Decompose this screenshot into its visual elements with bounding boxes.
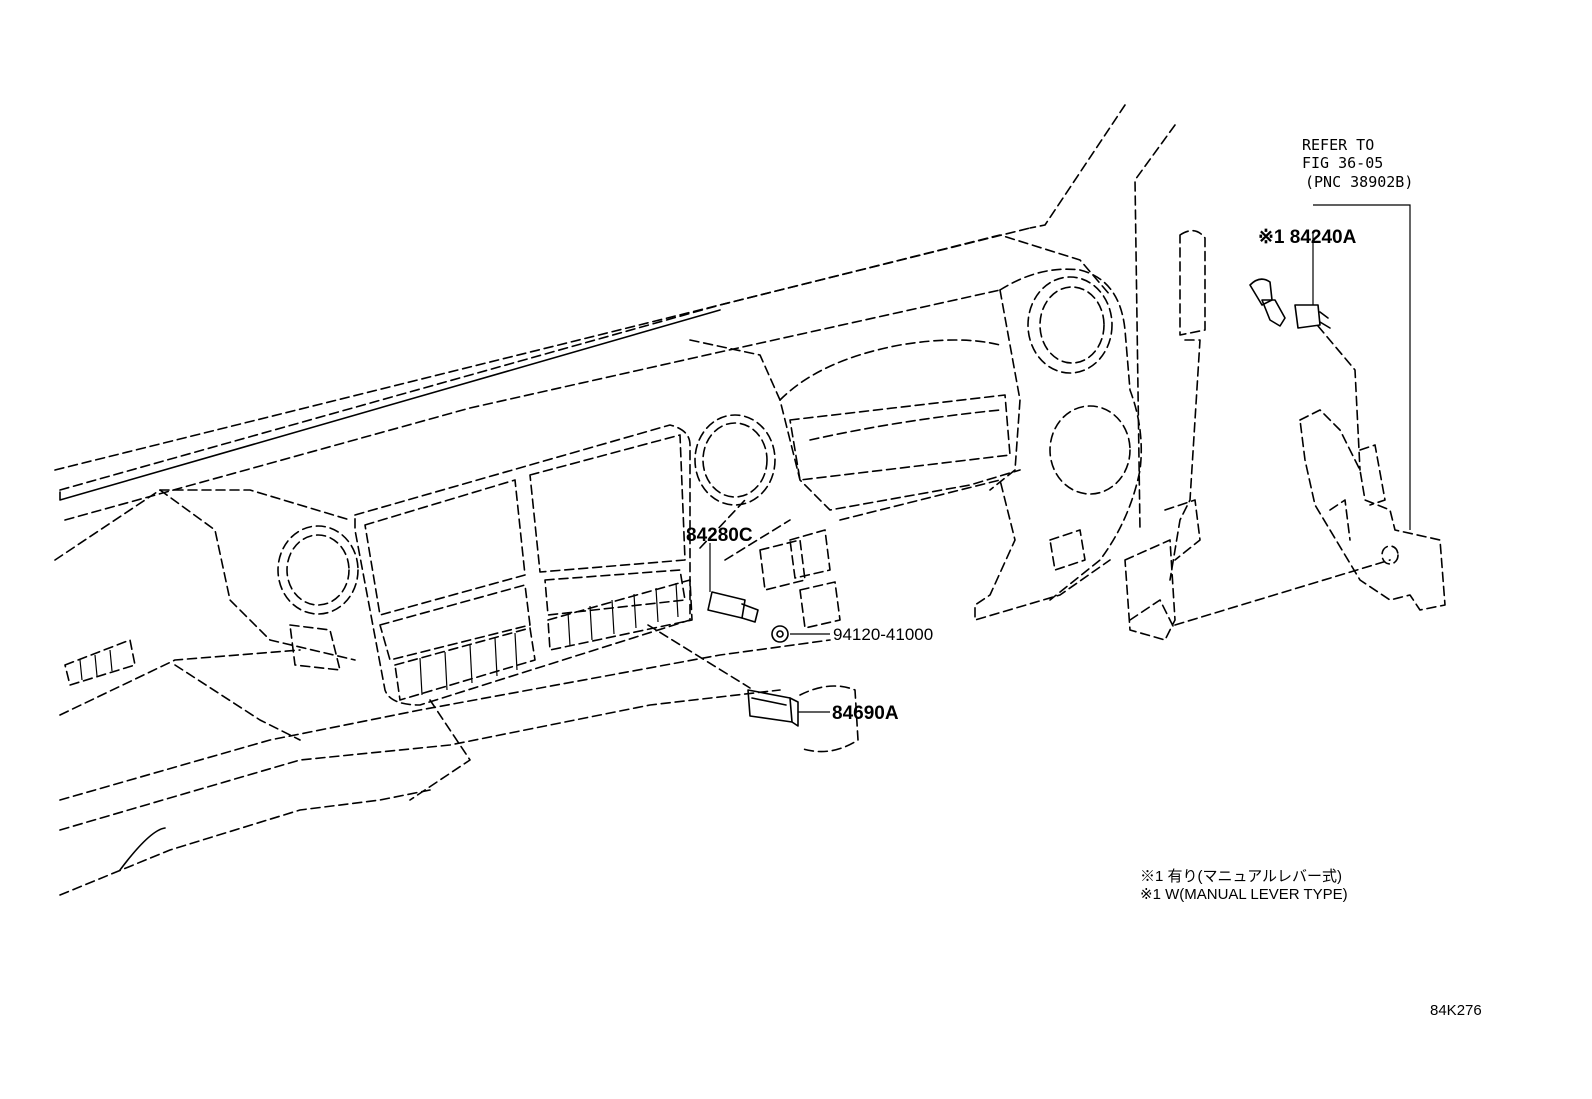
switch-84240a-drawing [1249, 278, 1331, 329]
switch-84280c-drawing [707, 591, 759, 623]
leader-lines [647, 204, 1411, 713]
lever-bracket [1299, 409, 1446, 611]
part-number-84280c: 84280C [686, 525, 753, 546]
part-number-94120-41000: 94120-41000 [833, 625, 933, 644]
pnc-reference-label: (PNC 38902B) [1305, 173, 1413, 191]
refer-to-label: REFER TO [1302, 136, 1374, 154]
parking-brake-lever [1124, 229, 1206, 641]
footnote-english: ※1 W(MANUAL LEVER TYPE) [1140, 886, 1348, 903]
footnote-japanese: ※1 有り(マニュアルレバー式) [1140, 868, 1342, 885]
fig-reference-label: FIG 36-05 [1302, 154, 1383, 172]
figure-id: 84K276 [1430, 1002, 1482, 1019]
part-number-84690a: 84690A [832, 703, 899, 724]
dashboard-outline [54, 104, 1176, 896]
nut-94120-drawing [771, 625, 789, 643]
switch-84690a-drawing [747, 685, 859, 753]
part-number-84240a: ※1 84240A [1258, 227, 1357, 248]
